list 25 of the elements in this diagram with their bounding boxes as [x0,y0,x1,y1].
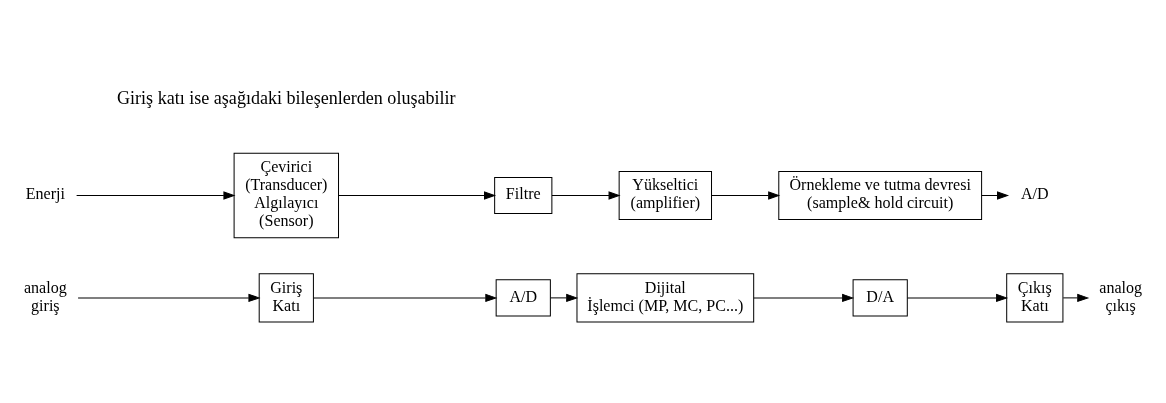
node-box: Dijital İşlemci (MP, MC, PC...) [576,273,755,323]
node-box: Çevirici (Transducer) Algılayıcı (Sensor) [233,152,339,239]
node-text: analog giriş [23,278,67,314]
node-text: Enerji [25,185,65,203]
arrow [313,293,497,302]
arrow [551,191,620,200]
node-box: A/D [495,279,551,317]
node-box: Örnekleme ve tutma devresi (sample& hold circuit) [778,170,983,221]
node-box: Giriş Katı [258,273,314,323]
arrow [1062,293,1089,302]
arrow [981,191,1009,200]
arrow [76,191,235,200]
arrow [711,191,780,200]
node-box: Filtre [494,176,553,215]
node-text: analog çıkış [1099,278,1143,314]
arrow [550,293,578,302]
node-box: Yükseltici (amplifier) [618,170,712,221]
node-box: Çıkış Katı [1006,273,1064,323]
node-box: D/A [852,279,908,317]
arrow [338,191,496,200]
node-text: A/D [1020,185,1049,203]
label: Giriş katı ise aşağıdaki bileşenlerden oluşabilir [117,87,456,108]
arrow [753,293,854,302]
arrow [77,293,260,302]
arrow [906,293,1008,302]
